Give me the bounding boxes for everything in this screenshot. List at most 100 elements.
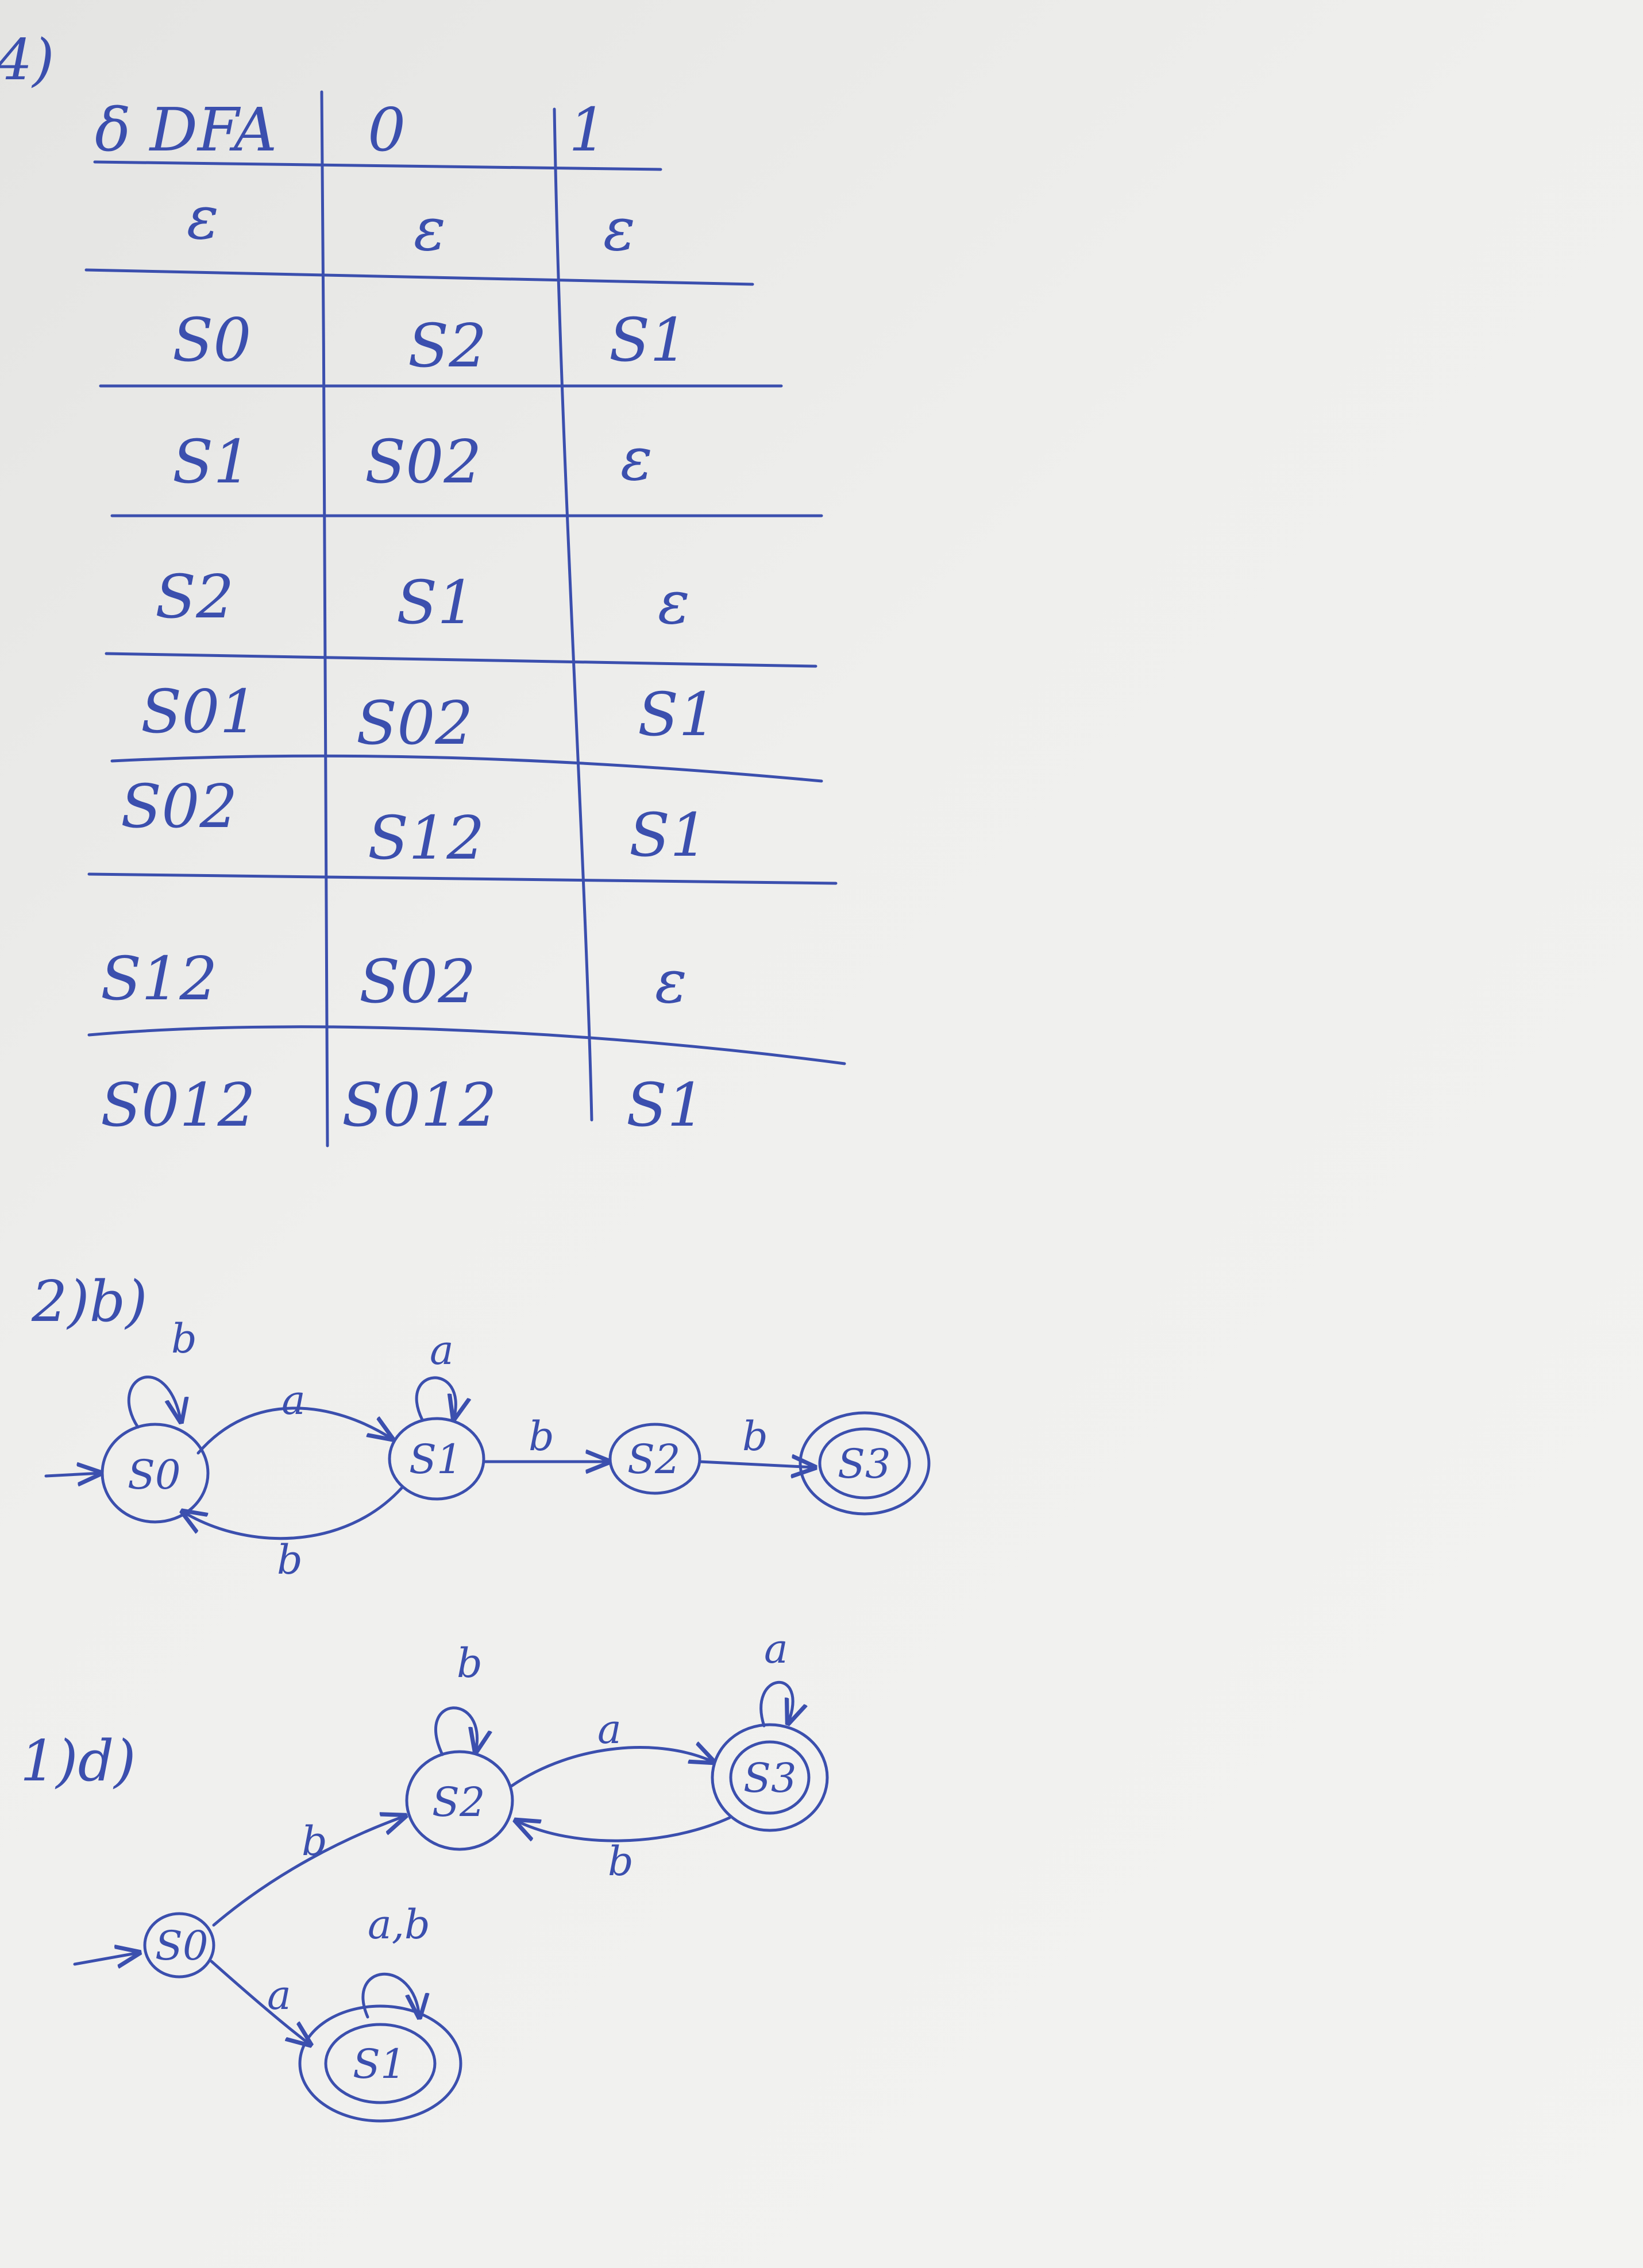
row-on-1: S1 [609,305,688,375]
state-s2: S2 [405,1750,514,1851]
header-dfa: δ DFA [95,95,277,165]
state-label: S2 [627,1436,681,1483]
state-label: S3 [743,1755,797,1802]
section-1d-label: 1)d) [20,1729,136,1794]
edge-line [415,1376,456,1420]
edge-s1-loop: a,b [361,1901,430,2017]
table-row-s01: S01 S02 S1 [141,677,716,758]
row-on-0: S02 [359,946,476,1017]
edge-s0-s1: a [210,1960,310,2045]
state-circle [143,1912,215,1979]
state-label: S1 [353,2041,406,2088]
edge-s1-s0: b [183,1486,404,1583]
edge-label: a [267,1972,291,2019]
edge-line [196,1407,392,1455]
edge-s2-s3: b [698,1413,815,1467]
header-symbol-1: 1 [569,95,607,165]
table-row-s012: S012 S012 S1 [101,1070,705,1140]
state-inner-circle [818,1427,911,1500]
edge-label: b [277,1536,303,1583]
edge-line [516,1816,731,1842]
table-row-s12: S12 S02 ε [101,944,687,1017]
edge-s2-loop: b [434,1640,482,1755]
table-row-s1: S1 S02 ε [172,424,653,497]
row-on-1: S1 [629,800,708,870]
row-on-0: S1 [396,567,475,637]
edge-s0-loop: b [127,1315,197,1429]
table-row-s02: S02 S12 S1 [121,771,708,873]
edge-line [759,1680,793,1726]
table-grid [84,90,846,1147]
state-outer-circle [711,1723,829,1832]
row-on-0: S012 [342,1070,497,1140]
section-4-label: 4) [0,28,55,93]
edge-s1-s2: b [482,1413,609,1462]
start-arrow [73,1953,139,1964]
table-row-s2: S2 S1 ε [155,562,690,637]
state-s3-accepting: S3 [711,1723,829,1832]
state-s1: S1 [388,1417,485,1501]
row-rule-7 [87,1025,846,1065]
edge-label: b [608,1838,634,1885]
row-on-1: ε [603,194,635,264]
table-row-s0: S0 S2 S1 [172,305,688,381]
edge-line [698,1462,815,1467]
edge-s3-loop: a [759,1625,793,1726]
row-state: S1 [172,427,251,497]
row-on-0: ε [414,194,446,264]
edge-line [210,1960,310,2045]
state-outer-circle [298,2004,462,2123]
header-symbol-0: 0 [368,95,406,165]
vertical-rule-2 [553,107,593,1122]
state-label: S3 [838,1440,891,1487]
edge-s3-s2: b [516,1816,731,1885]
row-rule-1 [84,268,754,286]
edge-line [434,1706,477,1755]
state-label: S0 [155,1922,209,1969]
state-s1-accepting: S1 [298,2004,462,2123]
edge-s0-s1: a [196,1377,392,1455]
state-s2: S2 [608,1423,701,1495]
row-state: S012 [101,1070,256,1140]
edge-line [361,1972,419,2017]
row-state: S12 [101,944,218,1014]
row-rule-4 [105,652,817,668]
state-inner-circle [324,2023,437,2104]
state-s0: S0 [143,1912,215,1979]
state-s0: S0 [101,1423,210,1524]
state-label: S1 [409,1436,462,1483]
state-label: S0 [128,1451,181,1498]
row-on-1: S1 [638,679,716,749]
header-rule [93,160,662,171]
edge-label: b [171,1315,197,1362]
section-1d: 1)d) S2 S3 S0 S1 b a b [20,1625,829,2123]
row-rule-5 [110,754,823,783]
row-state: S02 [121,771,238,841]
row-on-1: ε [655,946,687,1017]
edge-line [127,1376,181,1429]
row-on-1: ε [658,567,690,637]
table-row-empty: ε ε ε [187,183,635,264]
row-state: S01 [141,677,258,747]
section-2b-label: 2)b) [31,1269,148,1335]
start-arrow [44,1473,101,1476]
row-on-0: S02 [356,688,473,758]
section-4: 4) δ DFA 0 1 ε ε ε S0 S2 S1 [0,28,846,1147]
edge-label: b [529,1413,554,1460]
state-circle [405,1750,514,1851]
edge-label: b [302,1818,327,1865]
edge-label: a [430,1327,454,1374]
edge-label: a,b [368,1901,430,1948]
edge-s2-s3: a [510,1706,713,1788]
edge-label: a [281,1377,306,1424]
table-header-row: δ DFA 0 1 [95,95,607,165]
row-on-1: S1 [626,1070,705,1140]
row-on-1: ε [620,424,653,494]
row-state: S0 [172,305,251,375]
row-on-0: S12 [368,803,485,873]
state-label: S2 [432,1779,485,1826]
edge-label: b [742,1413,768,1460]
vertical-rule-1 [320,90,329,1147]
